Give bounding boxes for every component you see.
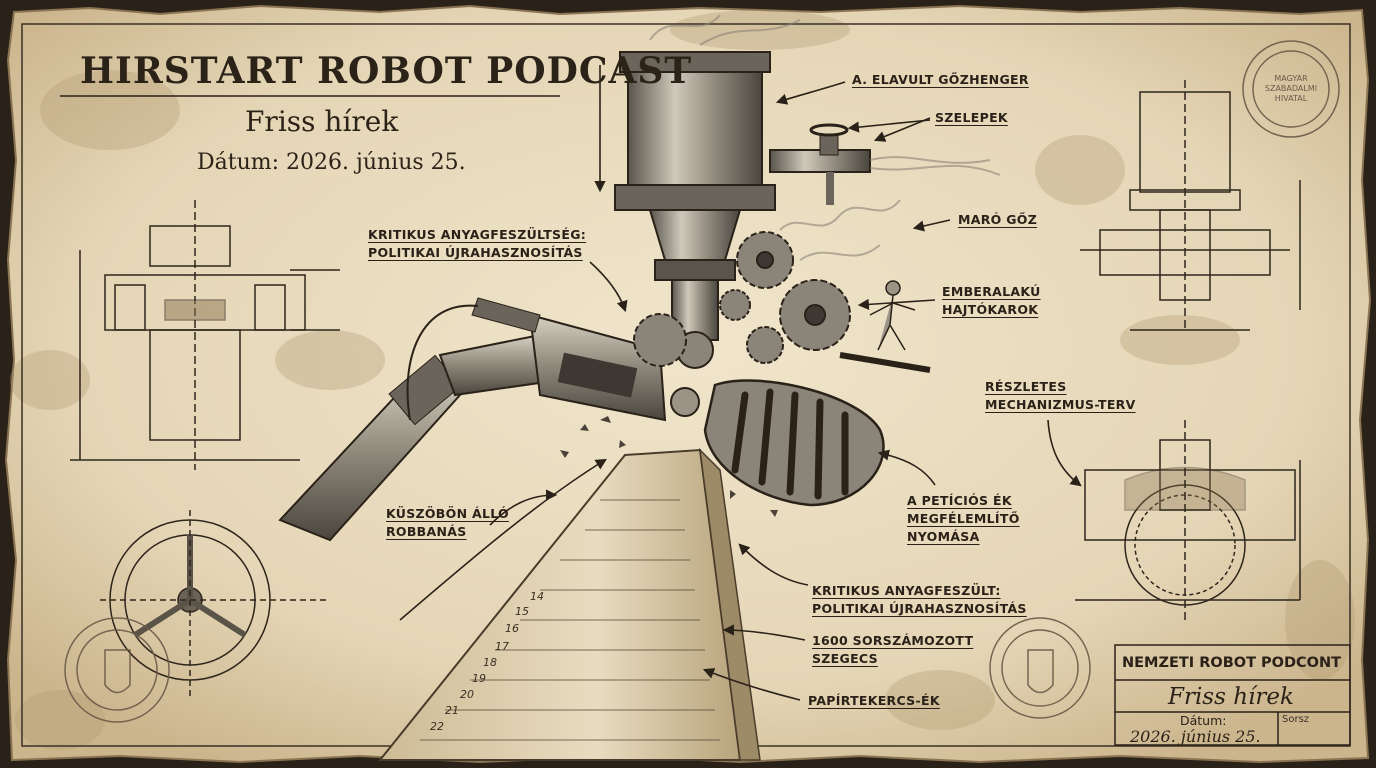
title-block-date: 2026. június 25. <box>1130 727 1261 746</box>
callout-steam-cylinder: A. ELAVULT GŐZHENGER <box>852 72 1029 87</box>
poster-date: Dátum: 2026. június 25. <box>197 150 466 175</box>
paper-scroll-wedge <box>377 447 761 761</box>
scroll-number: 20 <box>460 688 474 701</box>
title-block-subtitle: Friss hírek <box>1168 684 1294 710</box>
gear-train <box>633 231 851 367</box>
robot-arm <box>278 297 700 542</box>
callout-paper-roll-wedge: PAPÍRTEKERCS-ÉK <box>808 693 940 708</box>
title-block <box>1114 644 1351 746</box>
callout-humanoid-cranks: EMBERALAKÚ HAJTÓKAROK <box>942 284 1041 317</box>
callout-imminent-explosion: KÜSZÖBÖN ÁLLÓ ROBBANÁS <box>386 506 509 539</box>
gear-assembly-drawing <box>1075 420 1301 620</box>
callout-material-stress-top: KRITIKUS ANYAGFESZÜLTSÉG: POLITIKAI ÚJRA… <box>368 227 587 260</box>
microphone <box>703 379 885 507</box>
callout-valves: SZELEPEK <box>935 110 1008 125</box>
poster-title: HIRSTART ROBOT PODCAST <box>80 50 693 92</box>
paper-sheet <box>4 4 1372 764</box>
handwheel-drawing <box>100 510 330 700</box>
steam-wisps <box>649 14 1001 261</box>
scroll-number: 17 <box>495 640 509 653</box>
debris <box>560 416 778 517</box>
scroll-number: 22 <box>430 720 444 733</box>
callout-material-stress-bottom: KRITIKUS ANYAGFESZÜLT: POLITIKAI ÚJRAHAS… <box>812 583 1027 616</box>
callout-numbered-rivets: 1600 SORSZÁMOZOTT SZEGECS <box>812 633 974 666</box>
scroll-number: 15 <box>515 605 529 618</box>
poster-subtitle: Friss hírek <box>245 105 399 138</box>
title-block-serial-label: Sorsz <box>1282 714 1310 725</box>
scroll-number: 19 <box>472 672 486 685</box>
title-block-title: NEMZETI ROBOT PODCONT <box>1122 655 1342 671</box>
steam-cylinder <box>614 51 871 369</box>
right-section-drawing <box>1080 80 1301 331</box>
scroll-number: 14 <box>530 590 544 603</box>
stamps <box>64 40 1340 723</box>
callout-arrows <box>399 65 1082 701</box>
left-section-drawing <box>70 200 340 470</box>
title-block-date-label: Dátum: <box>1180 713 1227 728</box>
callout-petition-wedge: A PETÍCIÓS ÉK MEGFÉLEMLÍTŐ NYOMÁSA <box>907 493 1020 544</box>
callout-mechanism-plan: RÉSZLETES MECHANIZMUS-TERV <box>985 379 1136 412</box>
patent-office-stamp: MAGYAR SZABADALMI HIVATAL <box>1264 74 1318 103</box>
scroll-number: 16 <box>505 622 519 635</box>
callout-corrosive-steam: MARÓ GŐZ <box>958 212 1038 227</box>
scroll-number: 21 <box>445 704 459 717</box>
humanoid-crank-figure <box>839 280 931 373</box>
scroll-number: 18 <box>483 656 497 669</box>
